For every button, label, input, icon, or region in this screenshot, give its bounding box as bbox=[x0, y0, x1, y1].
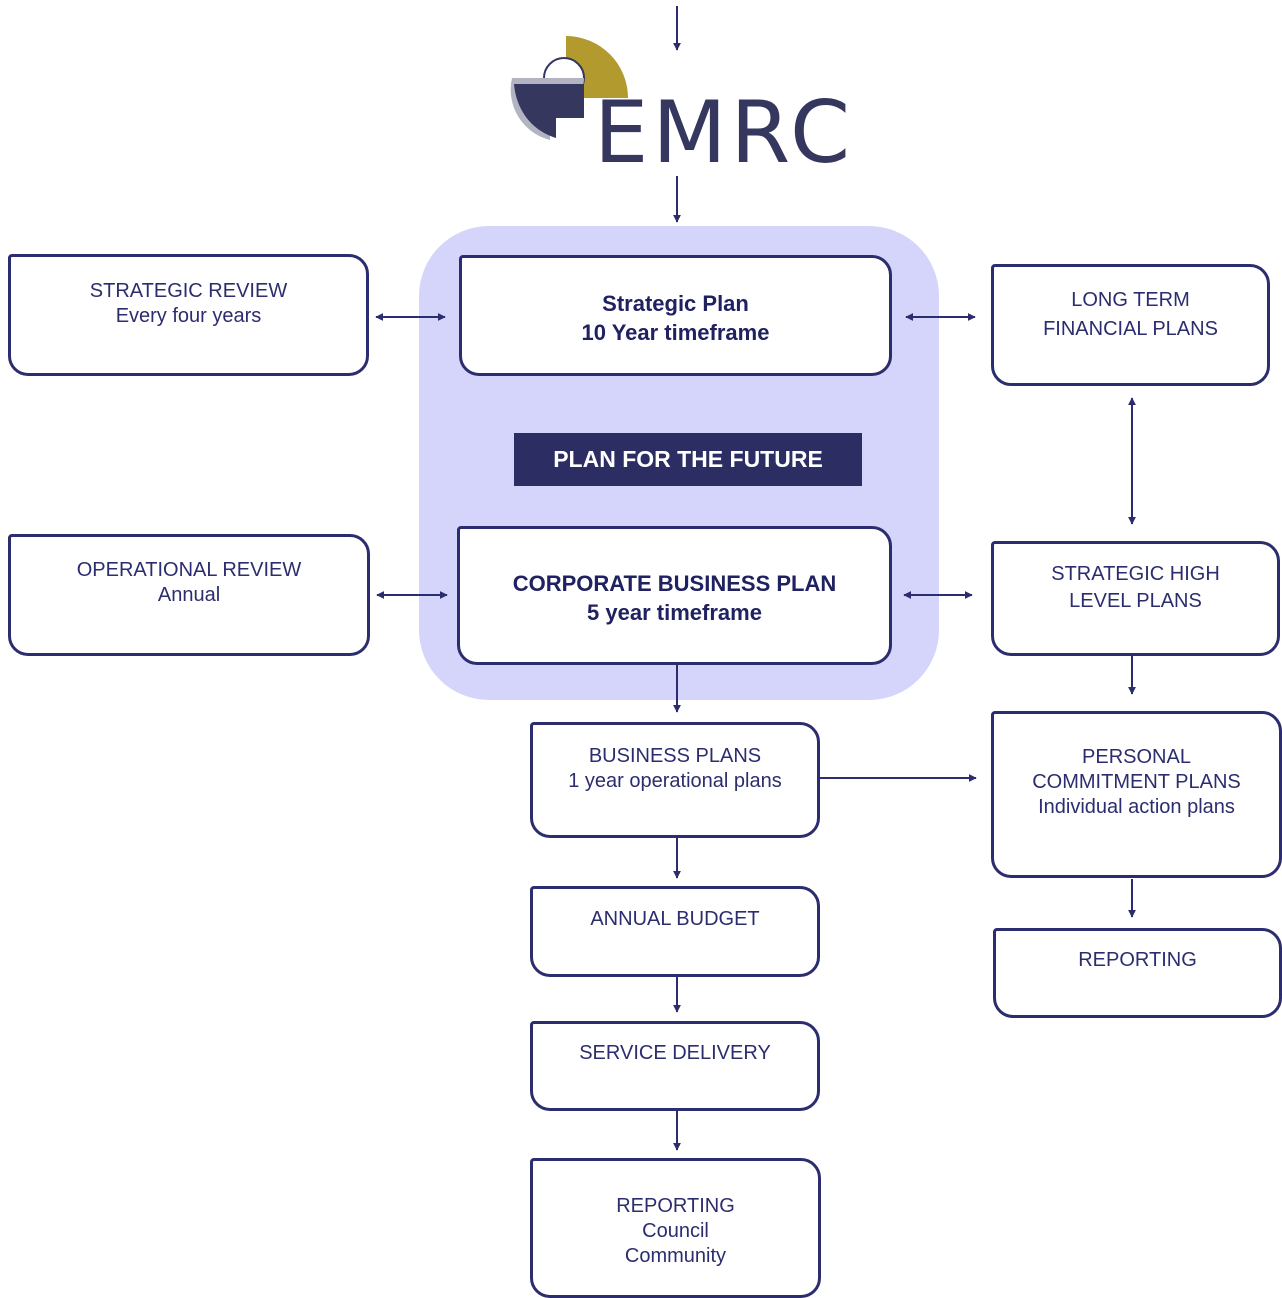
right-reporting-box: REPORTING bbox=[993, 928, 1282, 1018]
operational-review-title: OPERATIONAL REVIEW bbox=[76, 559, 302, 581]
strategic-plan-timeframe: 10 Year timeframe bbox=[581, 320, 770, 345]
service-delivery-title: SERVICE DELIVERY bbox=[579, 1042, 771, 1064]
high-level-plans-line1: STRATEGIC HIGH bbox=[1051, 563, 1220, 585]
corporate-plan-title: CORPORATE BUSINESS PLAN bbox=[512, 571, 837, 596]
plan-for-the-future-banner: PLAN FOR THE FUTURE bbox=[514, 433, 862, 486]
right-reporting-title: REPORTING bbox=[1078, 949, 1197, 971]
business-plans-box: BUSINESS PLANS 1 year operational plans bbox=[530, 722, 820, 838]
business-plans-title: BUSINESS PLANS bbox=[588, 745, 762, 767]
annual-budget-title: ANNUAL BUDGET bbox=[590, 908, 760, 930]
corporate-business-plan-box: CORPORATE BUSINESS PLAN 5 year timeframe bbox=[457, 526, 892, 665]
strategic-review-title: STRATEGIC REVIEW bbox=[89, 280, 288, 302]
long-term-financial-plans-box: LONG TERM FINANCIAL PLANS bbox=[991, 264, 1270, 386]
strategic-plan-title: Strategic Plan bbox=[602, 291, 749, 316]
logo-wordmark: EMRC bbox=[594, 83, 855, 183]
financial-plans-line1: LONG TERM bbox=[1071, 289, 1190, 311]
personal-commitment-line3: Individual action plans bbox=[1038, 796, 1235, 818]
strategic-high-level-plans-box: STRATEGIC HIGH LEVEL PLANS bbox=[991, 541, 1280, 656]
strategic-review-frequency: Every four years bbox=[115, 305, 262, 327]
personal-commitment-line1: PERSONAL bbox=[1082, 746, 1191, 768]
annual-budget-box: ANNUAL BUDGET bbox=[530, 886, 820, 977]
personal-commitment-plans-box: PERSONAL COMMITMENT PLANS Individual act… bbox=[991, 711, 1282, 878]
emrc-logo-emblem bbox=[510, 24, 628, 140]
financial-plans-line2: FINANCIAL PLANS bbox=[1043, 318, 1218, 340]
corporate-plan-timeframe: 5 year timeframe bbox=[587, 600, 762, 625]
business-plans-subtitle: 1 year operational plans bbox=[568, 770, 782, 792]
high-level-plans-line2: LEVEL PLANS bbox=[1069, 590, 1202, 612]
chain-reporting-box: REPORTING Council Community bbox=[530, 1158, 821, 1298]
chain-reporting-council: Council bbox=[642, 1220, 709, 1242]
personal-commitment-line2: COMMITMENT PLANS bbox=[1032, 771, 1241, 793]
strategic-plan-box: Strategic Plan 10 Year timeframe bbox=[459, 255, 892, 376]
chain-reporting-community: Community bbox=[624, 1245, 727, 1267]
strategic-review-box: STRATEGIC REVIEW Every four years bbox=[8, 254, 369, 376]
operational-review-box: OPERATIONAL REVIEW Annual bbox=[8, 534, 370, 656]
service-delivery-box: SERVICE DELIVERY bbox=[530, 1021, 820, 1111]
operational-review-frequency: Annual bbox=[157, 584, 221, 606]
chain-reporting-title: REPORTING bbox=[616, 1195, 735, 1217]
